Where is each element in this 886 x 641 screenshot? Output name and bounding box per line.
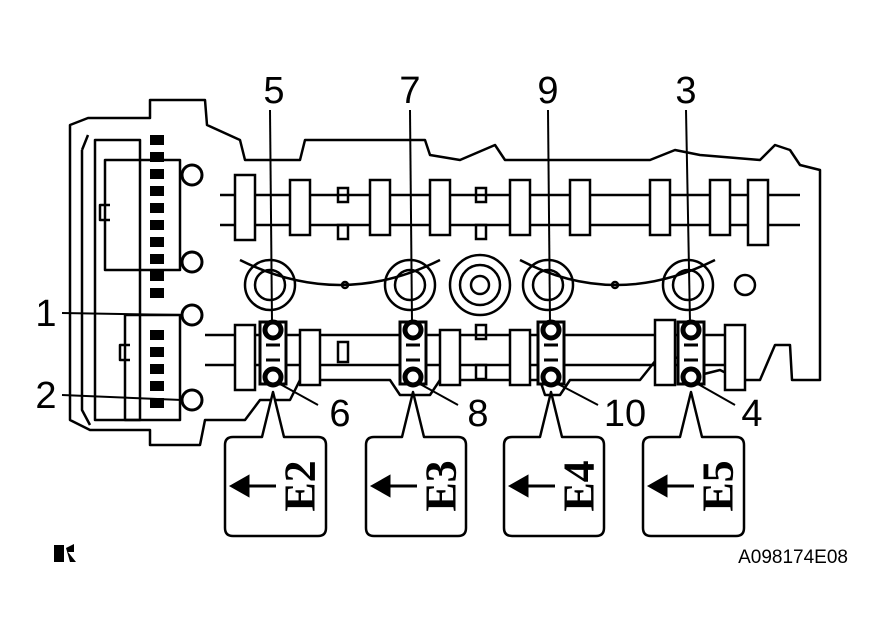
callout-1: 1 xyxy=(35,293,56,335)
cap-mark-e3-label: E3 xyxy=(417,460,466,511)
callout-9: 9 xyxy=(537,70,558,112)
bolt-9-marker xyxy=(540,319,562,341)
bolt-2-marker xyxy=(180,388,204,412)
callout-4: 4 xyxy=(741,393,762,435)
intake-camshaft xyxy=(220,173,800,247)
callout-8: 8 xyxy=(467,393,488,435)
torque-symbol-icon xyxy=(54,544,76,562)
bolt-10-marker xyxy=(540,366,562,388)
timing-chain xyxy=(150,135,164,408)
timing-chain-housing xyxy=(103,158,182,272)
front-arrow-icon xyxy=(507,474,555,498)
bolt-1-marker xyxy=(180,303,204,327)
bolt-8-marker xyxy=(402,366,424,388)
bolt-5-marker xyxy=(262,319,284,341)
cap-mark-box-e4 xyxy=(502,390,606,538)
bolt-7-marker xyxy=(402,319,424,341)
cylinder-head-outline xyxy=(68,98,822,447)
bolt-3-marker xyxy=(680,319,702,341)
cap-mark-e4-label: E4 xyxy=(555,460,604,511)
leader-lines xyxy=(61,109,736,406)
callout-6: 6 xyxy=(329,393,350,435)
bolt-4-marker xyxy=(680,366,702,388)
exhaust-camshaft xyxy=(205,318,747,392)
callout-5: 5 xyxy=(263,70,284,112)
cap-mark-e5-label: E5 xyxy=(694,460,743,511)
figure-code: A098174E08 xyxy=(738,547,848,568)
callout-7: 7 xyxy=(399,70,420,112)
spark-plug-wells xyxy=(239,253,757,317)
front-arrow-icon xyxy=(369,474,417,498)
cap-mark-box-e3 xyxy=(364,390,468,538)
callout-2: 2 xyxy=(35,375,56,417)
callout-10: 10 xyxy=(604,393,646,435)
cap-mark-box-e5 xyxy=(641,390,746,538)
callout-3: 3 xyxy=(675,70,696,112)
bolt-6-marker xyxy=(262,366,284,388)
front-arrow-icon xyxy=(228,474,276,498)
cap-mark-box-e2 xyxy=(223,390,328,538)
cap-mark-e2-label: E2 xyxy=(276,460,325,511)
front-arrow-icon xyxy=(646,474,694,498)
